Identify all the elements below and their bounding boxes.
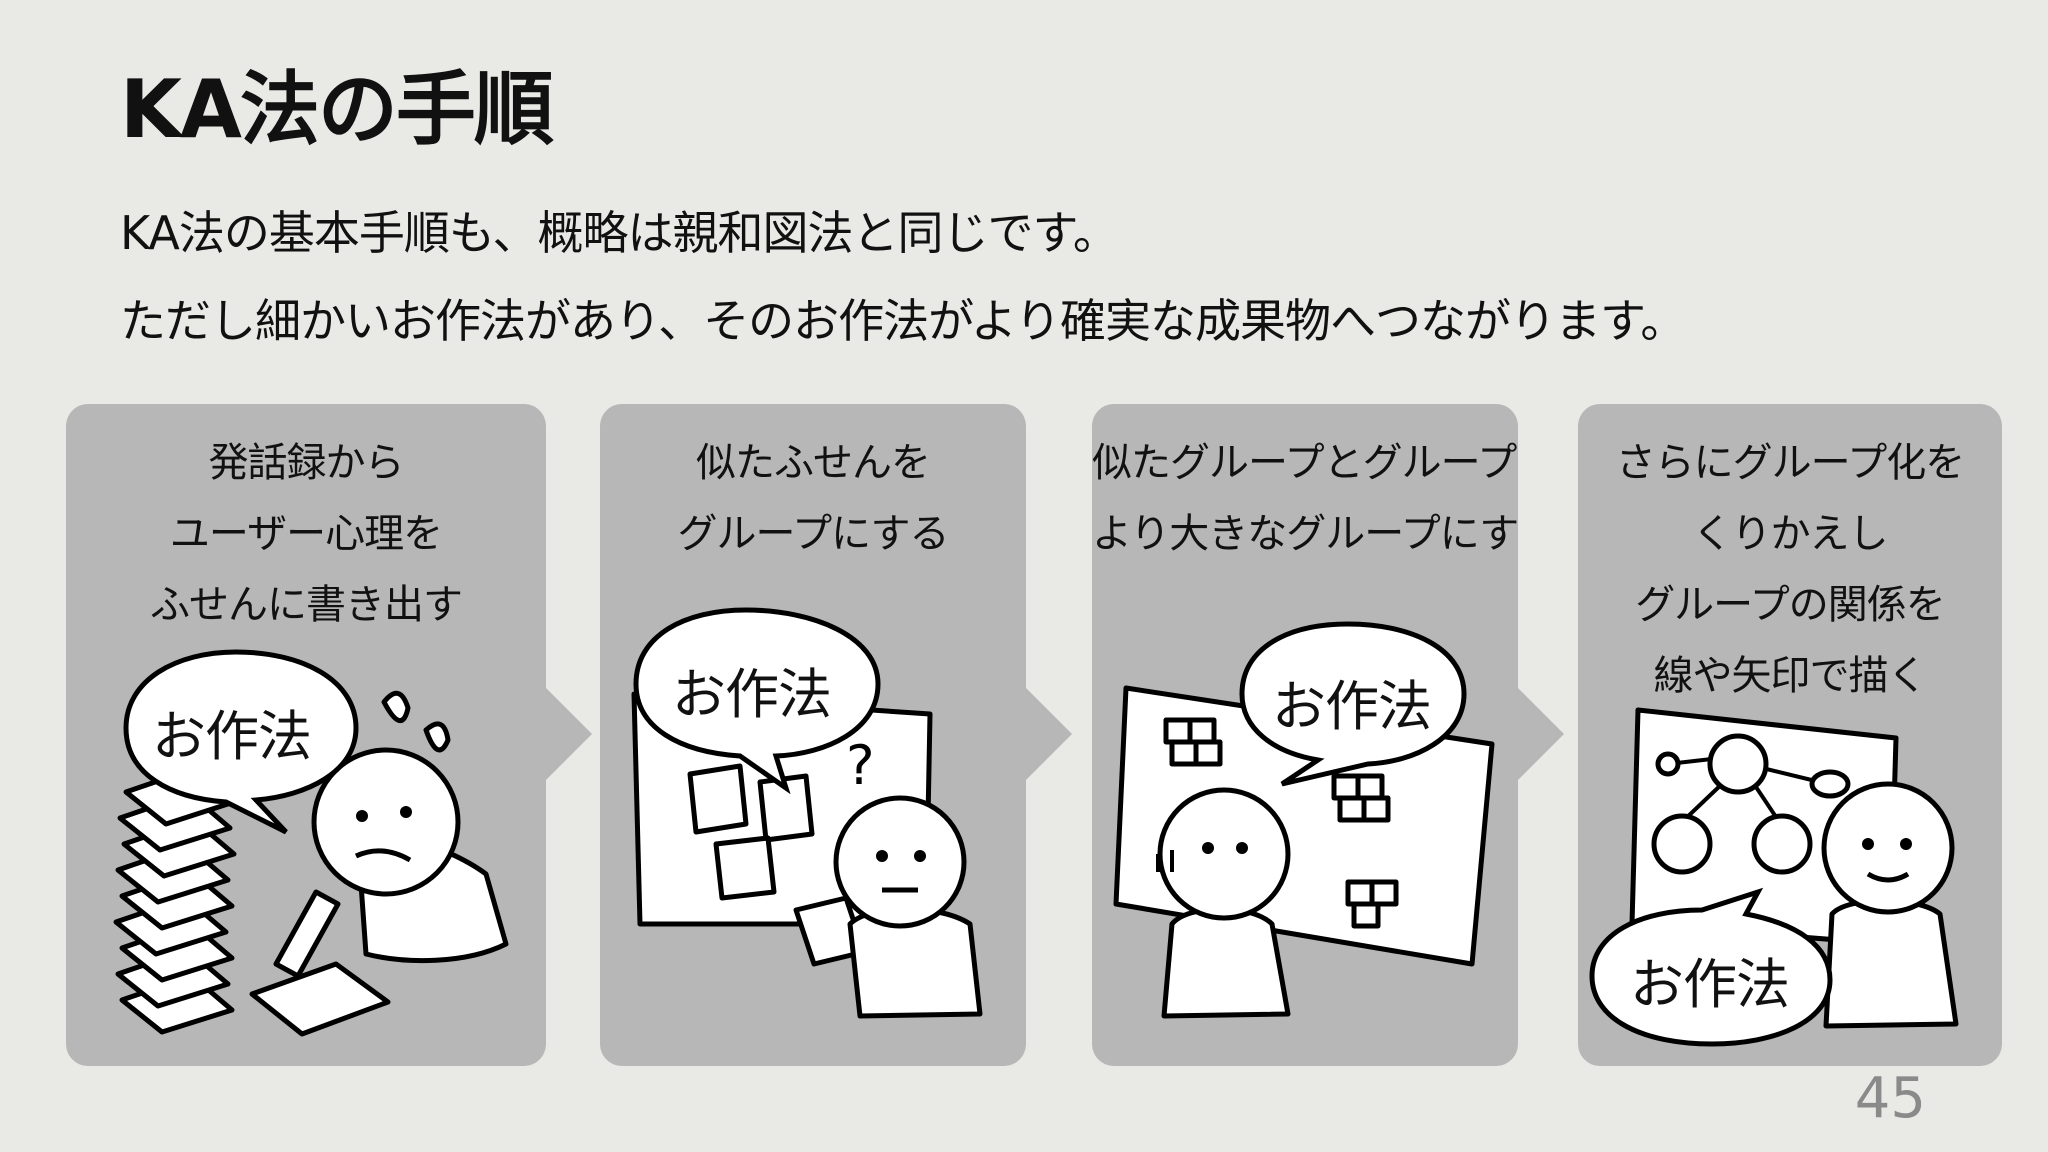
step-3-text: 似たグループとグループを より大きなグループにする — [1092, 428, 1518, 570]
step-1-text: 発話録から ユーザー心理を ふせんに書き出す — [66, 428, 546, 641]
step-1-line-1: 発話録から — [208, 440, 405, 486]
arrow-1-icon — [546, 688, 592, 780]
svg-text:?: ? — [846, 734, 875, 797]
step-1-line-3: ふせんに書き出す — [150, 582, 463, 628]
step-card-2: 似たふせんを グループにする ? お作法 — [600, 404, 1026, 1066]
step-4-line-4: 線や矢印で描く — [1653, 653, 1928, 699]
step-1-illustration — [113, 649, 509, 1037]
slide-title: KA法の手順 — [120, 63, 554, 156]
step-card-4: さらにグループ化を くりかえし グループの関係を 線や矢印で描く — [1578, 404, 2002, 1066]
lead-line-1: KA法の基本手順も、概略は親和図法と同じです。 — [120, 206, 1119, 260]
step-3-illustration — [1113, 621, 1495, 1019]
step-1-line-2: ユーザー心理を — [169, 511, 443, 557]
step-3-line-2: より大きなグループにする — [1092, 511, 1518, 557]
step-3-bubble-label: お作法 — [1272, 675, 1432, 738]
step-2-text: 似たふせんを グループにする — [600, 428, 1026, 570]
step-4-illustration — [1589, 707, 1959, 1047]
page-number: 45 — [1854, 1066, 1926, 1131]
step-4-line-1: さらにグループ化を — [1615, 440, 1966, 486]
lead-line-2: ただし細かいお作法があり、そのお作法がより確実な成果物へつながります。 — [120, 294, 1686, 348]
step-4-line-2: くりかえし — [1692, 511, 1889, 557]
step-4-line-3: グループの関係を — [1635, 582, 1946, 628]
step-1-bubble-label: お作法 — [152, 705, 312, 768]
arrow-3-icon — [1518, 688, 1564, 780]
arrow-2-icon — [1026, 688, 1072, 780]
step-card-3: 似たグループとグループを より大きなグループにする お作法 — [1092, 404, 1518, 1066]
step-2-line-2: グループにする — [677, 511, 950, 557]
step-2-line-1: 似たふせんを — [696, 440, 931, 486]
step-4-bubble-label: お作法 — [1630, 953, 1790, 1016]
step-card-1: 発話録から ユーザー心理を ふせんに書き出す — [66, 404, 546, 1066]
step-2-illustration: ? — [631, 607, 983, 1019]
step-4-text: さらにグループ化を くりかえし グループの関係を 線や矢印で描く — [1578, 428, 2002, 712]
step-3-line-1: 似たグループとグループを — [1092, 440, 1518, 486]
step-2-bubble-label: お作法 — [672, 663, 832, 726]
